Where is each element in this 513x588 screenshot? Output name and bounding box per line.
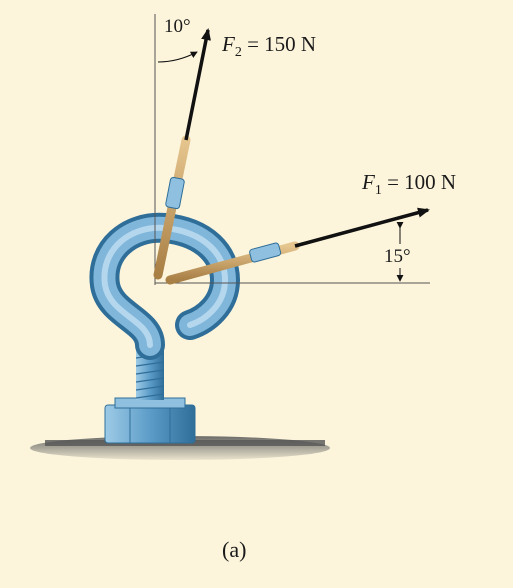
angle-arc-f2 [157, 51, 198, 63]
force-label-f2: F2 = 150 N [221, 32, 316, 60]
hex-nut [104, 397, 196, 444]
figure-caption: (a) [222, 537, 246, 562]
reference-lines [154, 14, 430, 285]
force-f2-arrow [153, 28, 211, 280]
angle-label-f2: 10° [164, 16, 191, 37]
force-label-f1: F1 = 100 N [361, 170, 456, 198]
angle-label-f1: 15° [384, 246, 411, 267]
force-f1-arrow [165, 207, 430, 285]
